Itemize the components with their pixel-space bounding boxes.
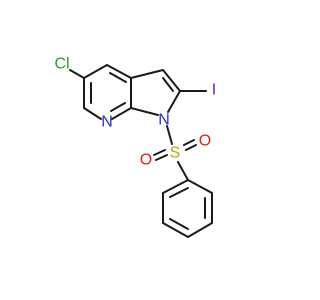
pyridine-ring	[83, 64, 132, 120]
phenyl-ring	[162, 179, 213, 238]
bond-c3a-c3	[130, 69, 164, 79]
bond-c4-c3a-inner	[109, 72, 127, 83]
bond-c5-cl	[69, 69, 85, 79]
bond-n7-c6	[83, 107, 102, 120]
bond-s-phenyl	[177, 161, 189, 181]
atom-o-left: O	[140, 152, 152, 169]
bond-c3-c2	[162, 69, 181, 92]
bond-c7a-n7	[111, 107, 132, 120]
pyrrole-ring	[130, 69, 181, 116]
molecule-structure: Cl I N N S O O	[54, 56, 216, 238]
bond-s-o-right-b	[185, 144, 197, 151]
bond-c2-n1	[167, 90, 181, 113]
atom-n-pyridine: N	[101, 114, 113, 131]
bond-c4-c3a	[106, 64, 132, 79]
bond-ph1-ph2	[187, 179, 213, 194]
bond-c5-c4	[83, 64, 108, 79]
bond-c7a-n7-inner	[110, 102, 126, 112]
bond-ph4-ph5-inner	[169, 218, 189, 230]
atom-cl: Cl	[54, 56, 69, 73]
bond-ph6-ph1	[162, 179, 189, 194]
bond-s-o-left-b	[155, 154, 168, 161]
bond-c3-c2-inner	[162, 77, 174, 92]
atom-s: S	[170, 145, 181, 162]
bond-s-o-left-a	[153, 149, 166, 156]
bond-s-o-right-a	[183, 139, 195, 146]
atom-i: I	[212, 82, 216, 99]
bond-n1-c7a	[130, 107, 159, 116]
bond-ph3-ph4	[187, 222, 213, 238]
bond-n1-s	[166, 125, 173, 145]
atom-o-right: O	[199, 133, 211, 150]
bond-ph4-ph5	[162, 222, 189, 238]
bond-ph6-ph1-inner	[169, 187, 189, 198]
atom-n-pyrrole: N	[158, 112, 170, 129]
